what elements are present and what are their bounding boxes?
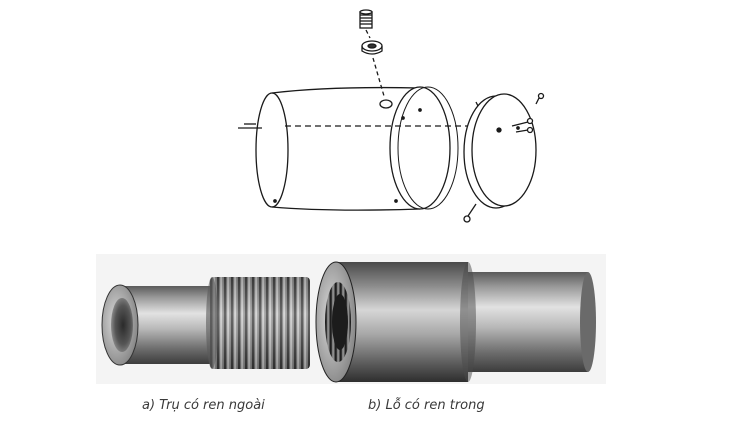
exploded-cylinder-drawing <box>238 9 545 223</box>
end-cap-disk <box>463 93 537 209</box>
washer-icon <box>361 40 383 55</box>
internal-thread-part <box>315 261 596 383</box>
cylinder-body <box>255 86 459 211</box>
cap-screws-icon <box>463 92 545 223</box>
external-thread-part <box>101 277 310 369</box>
caption-external-thread: a) Trụ có ren ngoài <box>142 398 265 413</box>
top-screw-icon <box>359 9 373 29</box>
caption-internal-thread: b) Lỗ có ren trong <box>368 398 485 413</box>
